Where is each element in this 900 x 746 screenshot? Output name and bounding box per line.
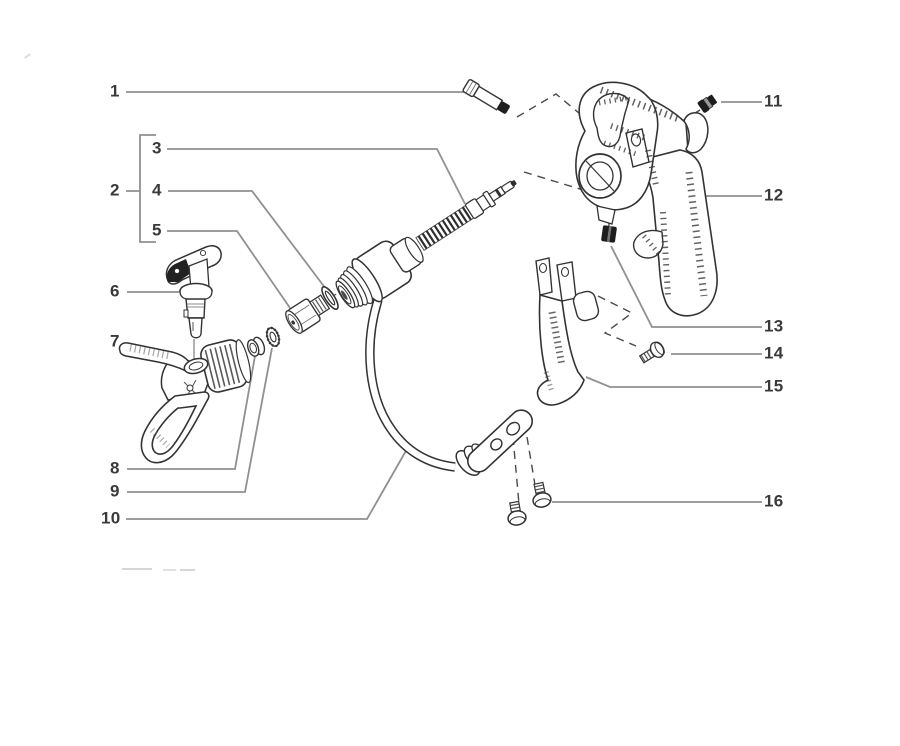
leader-15: [585, 376, 762, 388]
leader-2-bracket: [126, 134, 156, 243]
part-fluid-tube: [365, 298, 456, 472]
part-trigger: [535, 257, 600, 406]
assembly-line-needle: [523, 171, 584, 191]
assembly-line-swivel-screw-b: [526, 436, 536, 486]
part-mounting-screws: [507, 481, 552, 526]
leader-9: [127, 347, 273, 493]
leader-3: [167, 148, 466, 205]
leader-5: [167, 230, 291, 309]
callout-7: 7: [110, 331, 120, 351]
part-spray-tip: [165, 245, 222, 362]
plate-hole: [506, 421, 521, 436]
part-o-ring: [321, 286, 339, 310]
assembly-line-pin: [516, 93, 598, 129]
callout-13: 13: [764, 316, 784, 336]
callout-12: 12: [764, 185, 784, 205]
leader-8: [127, 355, 256, 470]
callout-8: 8: [110, 458, 120, 478]
part-lock-washer: [265, 326, 281, 348]
part-needle-spring: [415, 180, 517, 251]
callout-10: 10: [101, 508, 121, 528]
callout-9: 9: [110, 481, 120, 501]
leader-13: [610, 245, 762, 328]
callout-1: 1: [110, 81, 120, 101]
callout-6: 6: [110, 281, 120, 301]
callout-14: 14: [764, 343, 784, 363]
callout-4: 4: [152, 180, 162, 200]
callout-5: 5: [152, 220, 162, 240]
callout-2: 2: [110, 180, 120, 200]
callout-16: 16: [764, 491, 784, 511]
leader-10: [126, 448, 408, 520]
part-swivel: [455, 409, 534, 477]
callout-11: 11: [764, 91, 783, 111]
part-gun-body: [575, 81, 718, 317]
part-pin: [462, 79, 510, 114]
callout-3: 3: [152, 138, 162, 158]
plate-hole: [490, 438, 503, 451]
part-trigger-screw: [638, 341, 665, 364]
leader-lines: [126, 91, 762, 520]
callout-15: 15: [764, 376, 784, 396]
assembly-line-screw: [597, 295, 637, 347]
part-bolt: [697, 94, 718, 113]
part-seat: [246, 336, 266, 357]
assembly-line-swivel-screw-a: [512, 436, 520, 505]
leader-4: [168, 190, 327, 290]
gun-hatching: [598, 86, 708, 297]
part-fluid-housing: [335, 236, 424, 309]
part-diffuser: [285, 294, 331, 334]
part-packing-nut: [601, 225, 617, 243]
part-tip-guard: [118, 339, 252, 464]
